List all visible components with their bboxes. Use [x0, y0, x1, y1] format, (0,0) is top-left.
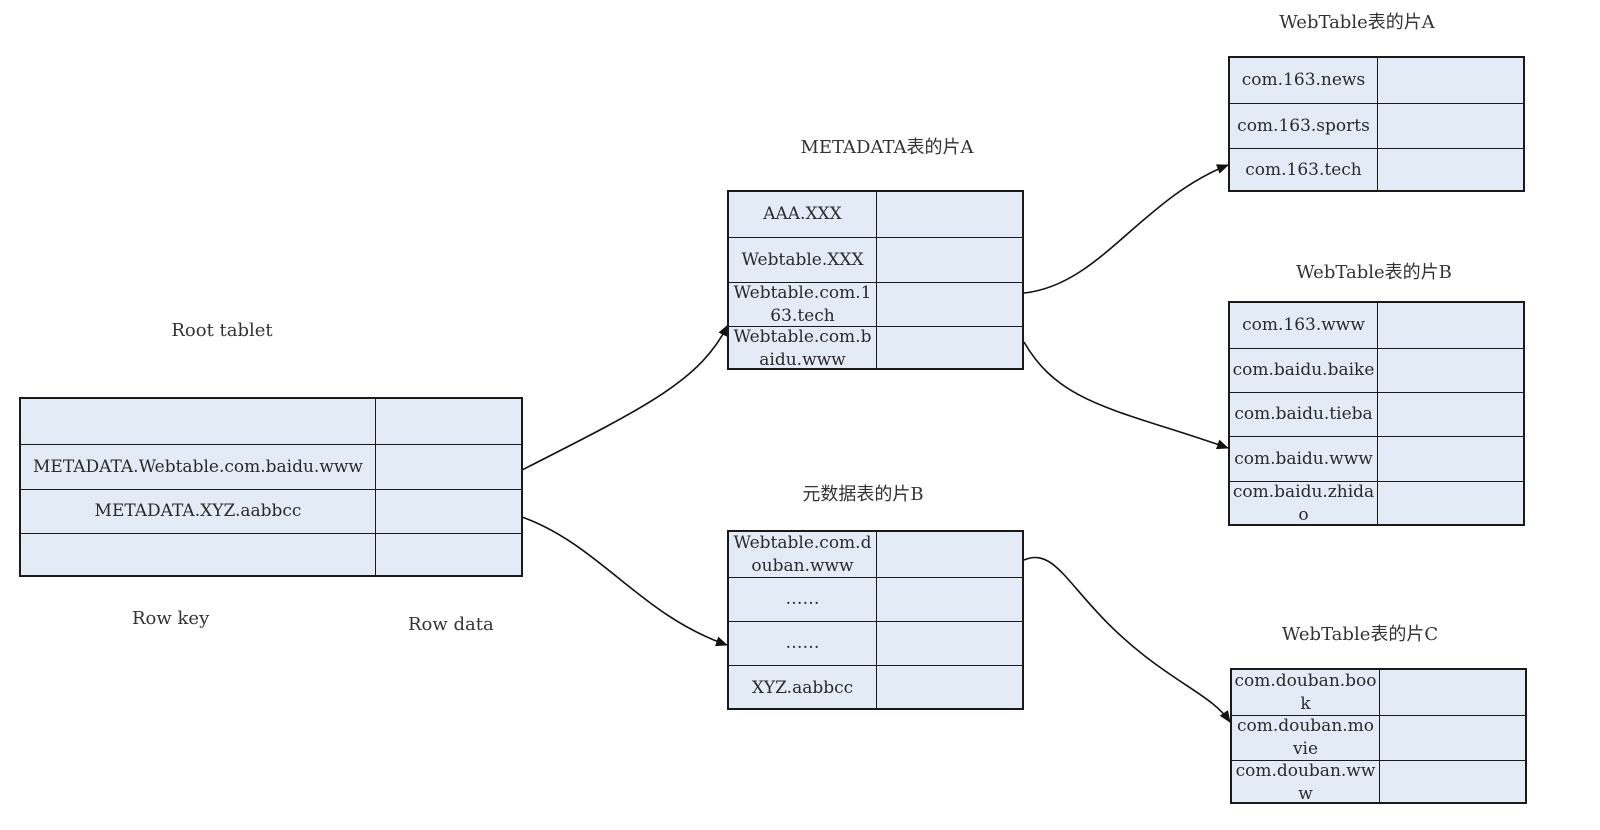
row-key-cell: AAA.XXX: [729, 192, 877, 237]
webtable-tablet-c-table: com.douban.book com.douban.movie com.dou…: [1230, 668, 1527, 804]
row-data-cell: [1378, 437, 1523, 481]
table-row: com.163.sports: [1230, 103, 1523, 148]
row-key-cell: com.163.tech: [1230, 149, 1378, 192]
row-data-cell: [1378, 393, 1523, 436]
row-key-cell: com.baidu.tieba: [1230, 393, 1378, 436]
table-row: [21, 399, 521, 444]
row-data-cell: [877, 327, 1022, 370]
root-tablet-table: METADATA.Webtable.com.baidu.www METADATA…: [19, 397, 523, 577]
table-row: [21, 533, 521, 577]
row-key-cell: com.163.www: [1230, 303, 1378, 348]
row-key-cell: ……: [729, 578, 877, 621]
table-row: ……: [729, 577, 1022, 621]
row-key-cell: Webtable.XXX: [729, 238, 877, 282]
meta-tablet-b-title: 元数据表的片B: [802, 484, 924, 505]
row-key-label: Row key: [132, 608, 210, 629]
table-row: com.baidu.tieba: [1230, 392, 1523, 436]
row-key-cell: ……: [729, 622, 877, 665]
row-key-cell: com.douban.book: [1232, 670, 1380, 715]
root-tablet-title: Root tablet: [171, 320, 273, 341]
row-key-cell: com.douban.movie: [1232, 716, 1380, 760]
row-key-cell: com.163.news: [1230, 58, 1378, 103]
row-key-cell: XYZ.aabbcc: [729, 666, 877, 710]
webtable-tablet-b-title: WebTable表的片B: [1296, 262, 1452, 283]
table-row: com.baidu.www: [1230, 436, 1523, 481]
row-key-cell: com.baidu.zhidao: [1230, 482, 1378, 526]
row-data-cell: [1378, 349, 1523, 392]
table-row: METADATA.Webtable.com.baidu.www: [21, 444, 521, 489]
row-key-cell: com.baidu.baike: [1230, 349, 1378, 392]
table-row: Webtable.com.163.tech: [729, 282, 1022, 326]
arrow-root-to-meta-b: [521, 516, 728, 647]
row-key-cell: Webtable.com.163.tech: [729, 283, 877, 326]
row-data-cell: [1378, 149, 1523, 192]
row-data-cell: [1380, 670, 1525, 715]
table-row: com.baidu.zhidao: [1230, 481, 1523, 526]
row-data-cell: [1380, 761, 1525, 804]
row-data-cell: [1378, 104, 1523, 148]
meta-tablet-a-table: AAA.XXX Webtable.XXX Webtable.com.163.te…: [727, 190, 1024, 370]
row-data-cell: [1378, 303, 1523, 348]
row-key-cell: [21, 399, 376, 444]
table-row: Webtable.XXX: [729, 237, 1022, 282]
row-data-cell: [877, 238, 1022, 282]
row-data-cell: [877, 283, 1022, 326]
table-row: com.163.news: [1230, 58, 1523, 103]
row-data-cell: [877, 578, 1022, 621]
row-data-cell: [1378, 482, 1523, 526]
row-key-cell: METADATA.XYZ.aabbcc: [21, 490, 376, 533]
table-row: METADATA.XYZ.aabbcc: [21, 489, 521, 533]
arrow-meta-a-to-web-a: [1023, 164, 1229, 294]
table-row: XYZ.aabbcc: [729, 665, 1022, 710]
row-data-cell: [877, 622, 1022, 665]
table-row: com.163.tech: [1230, 148, 1523, 192]
row-key-cell: METADATA.Webtable.com.baidu.www: [21, 445, 376, 489]
meta-tablet-a-title: METADATA表的片A: [800, 137, 974, 158]
row-key-cell: [21, 534, 376, 577]
table-row: AAA.XXX: [729, 192, 1022, 237]
arrow-root-to-meta-a: [521, 324, 729, 471]
row-data-cell: [376, 445, 521, 489]
table-row: Webtable.com.douban.www: [729, 532, 1022, 577]
row-key-cell: Webtable.com.baidu.www: [729, 327, 877, 370]
row-data-cell: [376, 534, 521, 577]
table-row: com.douban.book: [1232, 670, 1525, 715]
row-data-label: Row data: [408, 614, 494, 635]
arrow-meta-a-to-web-b: [1023, 341, 1229, 450]
table-row: com.baidu.baike: [1230, 348, 1523, 392]
row-data-cell: [376, 399, 521, 444]
meta-tablet-b-table: Webtable.com.douban.www …… …… XYZ.aabbcc: [727, 530, 1024, 710]
row-key-cell: com.163.sports: [1230, 104, 1378, 148]
row-data-cell: [1380, 716, 1525, 760]
row-key-cell: Webtable.com.douban.www: [729, 532, 877, 577]
webtable-tablet-b-table: com.163.www com.baidu.baike com.baidu.ti…: [1228, 301, 1525, 526]
row-data-cell: [877, 532, 1022, 577]
table-row: com.douban.www: [1232, 760, 1525, 804]
arrow-meta-b-to-web-c: [1023, 556, 1231, 723]
table-row: com.douban.movie: [1232, 715, 1525, 760]
webtable-tablet-c-title: WebTable表的片C: [1281, 624, 1439, 645]
row-data-cell: [877, 192, 1022, 237]
webtable-tablet-a-title: WebTable表的片A: [1279, 12, 1435, 33]
row-key-cell: com.douban.www: [1232, 761, 1380, 804]
row-data-cell: [376, 490, 521, 533]
row-data-cell: [1378, 58, 1523, 103]
webtable-tablet-a-table: com.163.news com.163.sports com.163.tech: [1228, 56, 1525, 192]
table-row: com.163.www: [1230, 303, 1523, 348]
table-row: ……: [729, 621, 1022, 665]
row-key-cell: com.baidu.www: [1230, 437, 1378, 481]
table-row: Webtable.com.baidu.www: [729, 326, 1022, 370]
row-data-cell: [877, 666, 1022, 710]
